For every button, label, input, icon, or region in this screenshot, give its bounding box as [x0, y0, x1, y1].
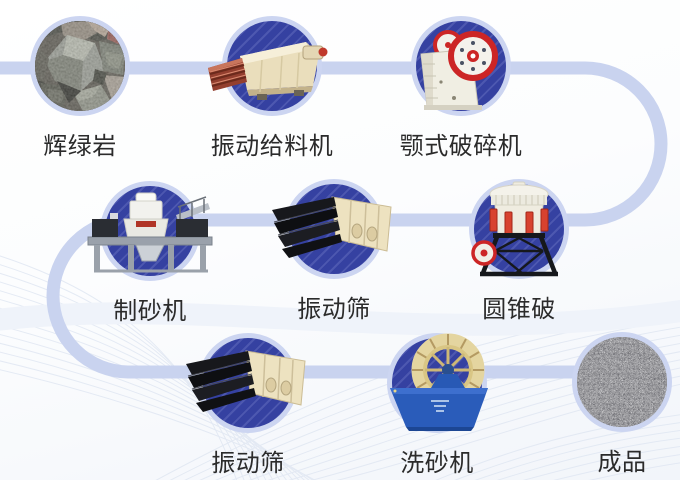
diabase-rock-photo — [35, 21, 125, 111]
node-label: 振动筛 — [297, 296, 371, 323]
node-label: 制砂机 — [113, 298, 187, 325]
diabase-circle — [30, 16, 130, 116]
node-label: 振动筛 — [211, 450, 285, 477]
node-label: 圆锥破 — [482, 296, 556, 323]
finished-sand-photo — [577, 337, 667, 427]
finished-product-circle — [572, 332, 672, 432]
node-label: 振动给料机 — [210, 133, 334, 160]
node-label: 洗砂机 — [400, 450, 474, 477]
node-vibrating-screen-2: 振动筛 — [186, 333, 306, 477]
node-diabase: 辉绿岩 — [30, 16, 130, 160]
sand-washer-image — [390, 333, 488, 431]
node-sand-washer: 洗砂机 — [387, 333, 488, 477]
sand-making-machine-image — [87, 192, 213, 273]
node-sand-maker: 制砂机 — [87, 181, 213, 325]
node-label: 成品 — [597, 449, 647, 476]
node-label: 颚式破碎机 — [399, 133, 523, 160]
cone-crusher-image — [471, 181, 558, 277]
vibrating-feeder-image — [208, 42, 328, 100]
jaw-crusher-image — [420, 30, 498, 110]
vibrating-screen-image — [272, 196, 392, 258]
node-label: 辉绿岩 — [43, 133, 117, 160]
node-vibrating-feeder: 振动给料机 — [208, 16, 333, 160]
node-vibrating-screen-1: 振动筛 — [272, 179, 392, 323]
node-finished-product: 成品 — [572, 332, 672, 476]
node-jaw-crusher: 颚式破碎机 — [400, 16, 522, 160]
vibrating-screen-image — [186, 350, 306, 412]
node-cone-crusher: 圆锥破 — [469, 179, 569, 323]
